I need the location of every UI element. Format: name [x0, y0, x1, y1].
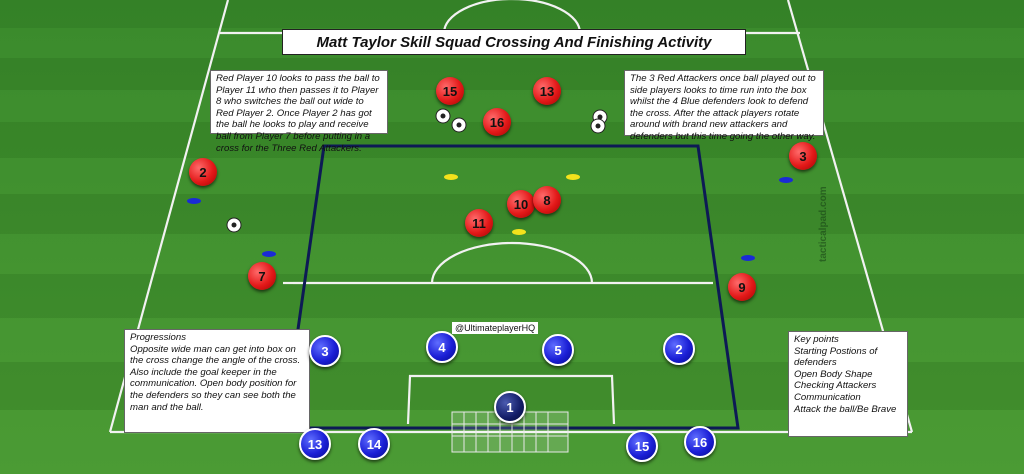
- red-player[interactable]: 11: [465, 209, 493, 237]
- blue-player[interactable]: 2: [663, 333, 695, 365]
- diagram-title: Matt Taylor Skill Squad Crossing And Fin…: [282, 29, 746, 55]
- note-top-right: The 3 Red Attackers once ball played out…: [624, 70, 824, 142]
- red-player[interactable]: 2: [189, 158, 217, 186]
- blue-player[interactable]: 5: [542, 334, 574, 366]
- blue-player[interactable]: 13: [299, 428, 331, 460]
- ball-icon: [226, 217, 242, 233]
- red-player[interactable]: 13: [533, 77, 561, 105]
- footballs: [226, 108, 608, 233]
- red-player[interactable]: 16: [483, 108, 511, 136]
- cone-blue: [779, 177, 793, 183]
- cone-yellow: [566, 174, 580, 180]
- cone-blue: [187, 198, 201, 204]
- note-key-points-text: Key points Starting Postions of defender…: [794, 334, 897, 415]
- blue-player[interactable]: 14: [358, 428, 390, 460]
- blue-player[interactable]: 15: [626, 430, 658, 462]
- cone-blue: [741, 255, 755, 261]
- blue-player[interactable]: 3: [309, 335, 341, 367]
- red-player[interactable]: 9: [728, 273, 756, 301]
- red-player[interactable]: 15: [436, 77, 464, 105]
- ball-icon: [435, 108, 451, 124]
- note-top-right-text: The 3 Red Attackers once ball played out…: [630, 73, 816, 142]
- note-key-points: Key points Starting Postions of defender…: [788, 331, 908, 437]
- note-top-left: Red Player 10 looks to pass the ball to …: [210, 70, 388, 154]
- social-handle: @UltimateplayerHQ: [452, 322, 539, 334]
- cone-markers: [187, 174, 793, 261]
- cone-blue: [262, 251, 276, 257]
- red-player[interactable]: 7: [248, 262, 276, 290]
- blue-player[interactable]: 4: [426, 331, 458, 363]
- red-player[interactable]: 3: [789, 142, 817, 170]
- ball-icon: [451, 117, 467, 133]
- cone-yellow: [512, 229, 526, 235]
- red-player[interactable]: 10: [507, 190, 535, 218]
- watermark: tacticalpad.com: [818, 186, 829, 262]
- red-player[interactable]: 8: [533, 186, 561, 214]
- note-top-left-text: Red Player 10 looks to pass the ball to …: [216, 73, 380, 154]
- cone-yellow: [444, 174, 458, 180]
- goalkeeper[interactable]: 1: [494, 391, 526, 423]
- note-progressions: Progressions Opposite wide man can get i…: [124, 329, 310, 433]
- ball-icon: [590, 118, 606, 134]
- blue-player[interactable]: 16: [684, 426, 716, 458]
- note-progressions-text: Progressions Opposite wide man can get i…: [130, 332, 301, 413]
